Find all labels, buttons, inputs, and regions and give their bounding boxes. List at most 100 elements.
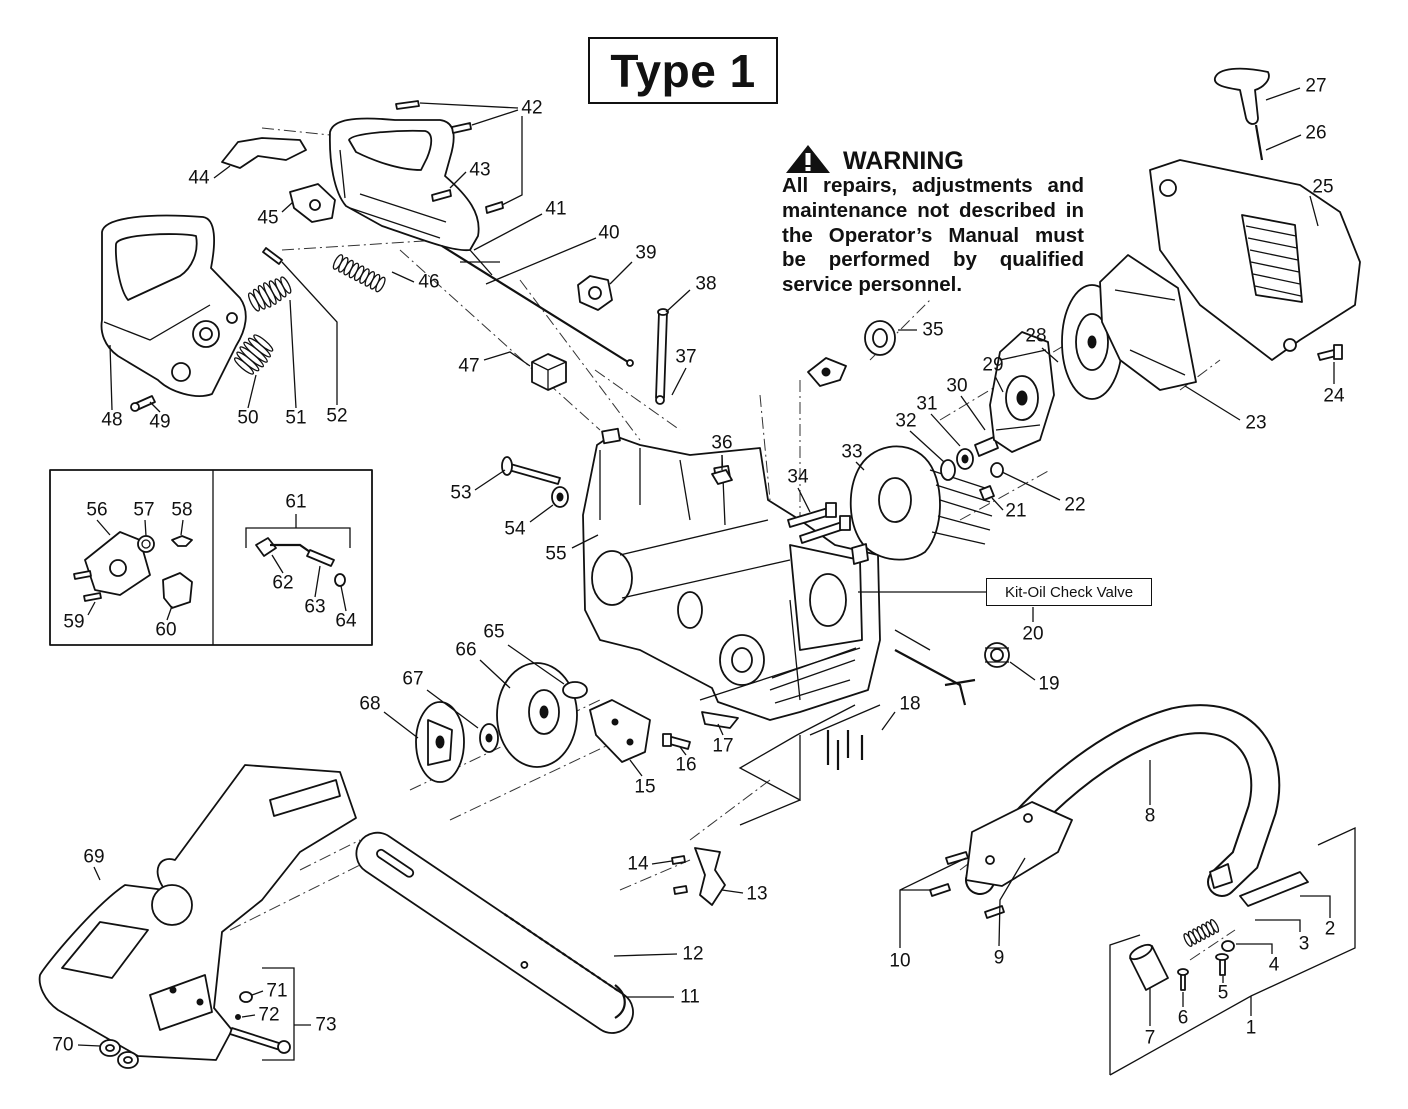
starter-housing [1149, 159, 1361, 361]
part-label-49: 49 [149, 412, 170, 433]
part-label-57: 57 [133, 500, 154, 521]
chain-catcher [701, 711, 739, 729]
part-label-21: 21 [1005, 501, 1026, 522]
part-label-44: 44 [188, 168, 210, 189]
warning-line: the Operator’s Manual must [782, 223, 1084, 247]
washer-4 [1221, 940, 1235, 952]
nut-71 [239, 991, 253, 1003]
rod-38 [655, 308, 669, 405]
warning-line: maintenance not described in [782, 198, 1084, 222]
throttle-rod [441, 245, 634, 367]
fitting-35 [864, 320, 896, 356]
part-label-13: 13 [746, 884, 767, 905]
part-label-15: 15 [634, 777, 655, 798]
part-label-36: 36 [711, 433, 732, 454]
part-label-11: 11 [680, 987, 700, 1008]
bolt-24 [1317, 344, 1343, 361]
part-label-9: 9 [994, 948, 1005, 969]
part-label-60: 60 [155, 620, 176, 641]
part-label-37: 37 [675, 347, 696, 368]
sleeve-7 [1129, 943, 1169, 991]
part-label-17: 17 [712, 736, 733, 757]
part-label-26: 26 [1305, 123, 1326, 144]
part-label-48: 48 [101, 410, 122, 431]
part-label-12: 12 [682, 944, 703, 965]
part-label-64: 64 [335, 611, 357, 632]
clutch-cover [38, 764, 357, 1061]
guide-bar [355, 831, 634, 1034]
part-label-54: 54 [504, 519, 526, 540]
part-label-8: 8 [1145, 806, 1156, 827]
cylinder [849, 445, 993, 565]
part-label-69: 69 [83, 847, 104, 868]
bushing-54 [551, 486, 569, 508]
part-label-6: 6 [1178, 1008, 1189, 1029]
part-label-63: 63 [304, 597, 325, 618]
spring-57 [137, 535, 155, 553]
fitting-60 [162, 572, 193, 609]
oil-pump [84, 531, 151, 596]
part-label-67: 67 [402, 669, 423, 690]
starter-handle [1214, 67, 1270, 125]
diaphragm [807, 357, 847, 387]
crankcase [582, 427, 881, 721]
block-36 [711, 469, 733, 485]
pin-52 [262, 247, 283, 265]
clutch-drum [496, 662, 578, 768]
warning-line: All repairs, adjustments and [782, 174, 1084, 197]
part-label-3: 3 [1299, 934, 1310, 955]
spring-3 [1183, 918, 1220, 947]
part-label-18: 18 [899, 694, 920, 715]
part-label-45: 45 [257, 208, 278, 229]
chain-plate [589, 699, 651, 763]
part-label-25: 25 [1312, 177, 1333, 198]
part-label-28: 28 [1025, 326, 1046, 347]
kit-callout-box: Kit-Oil Check Valve [986, 578, 1152, 606]
part-label-30: 30 [946, 376, 967, 397]
part-label-24: 24 [1323, 386, 1345, 407]
part-label-61: 61 [285, 492, 306, 513]
part-label-73: 73 [315, 1015, 336, 1036]
leader-lines [77, 87, 1356, 1076]
part-label-4: 4 [1269, 955, 1280, 976]
part-label-7: 7 [1145, 1028, 1156, 1049]
screw-5 [1215, 953, 1229, 976]
part-label-16: 16 [675, 755, 696, 776]
part-label-50: 50 [237, 408, 258, 429]
front-handle [965, 704, 1281, 897]
part-label-29: 29 [982, 355, 1003, 376]
throttle-trigger [221, 137, 307, 169]
bolts-10 [929, 851, 969, 897]
part-label-34: 34 [787, 467, 809, 488]
part-label-35: 35 [922, 320, 943, 341]
part-label-72: 72 [258, 1005, 279, 1026]
spring-46 [332, 254, 386, 293]
oil-hose [894, 649, 976, 706]
part-label-43: 43 [469, 160, 490, 181]
ignition-module [989, 331, 1055, 453]
block-47 [531, 353, 567, 391]
starter-rope [1254, 124, 1264, 161]
top-handle [328, 117, 480, 252]
warning-line: be performed by qualified [782, 248, 1084, 272]
part-label-52: 52 [326, 406, 347, 427]
screw-49 [130, 395, 156, 412]
chain-adjuster [229, 1027, 291, 1054]
warning-triangle-icon [786, 145, 830, 173]
bar-nuts [99, 1039, 139, 1069]
pin-72 [235, 1014, 241, 1020]
part-label-56: 56 [86, 500, 107, 521]
part-label-40: 40 [598, 223, 619, 244]
part-label-58: 58 [171, 500, 192, 521]
warning-line: service personnel. [782, 273, 963, 297]
part-label-33: 33 [841, 442, 862, 463]
part-label-20: 20 [1022, 624, 1043, 645]
screw-6 [1177, 968, 1189, 991]
chain-tensioner [694, 847, 726, 906]
oil-hose-62 [255, 537, 311, 557]
part-label-47: 47 [458, 356, 479, 377]
throttle-lockout [289, 183, 336, 223]
part-label-23: 23 [1245, 413, 1266, 434]
